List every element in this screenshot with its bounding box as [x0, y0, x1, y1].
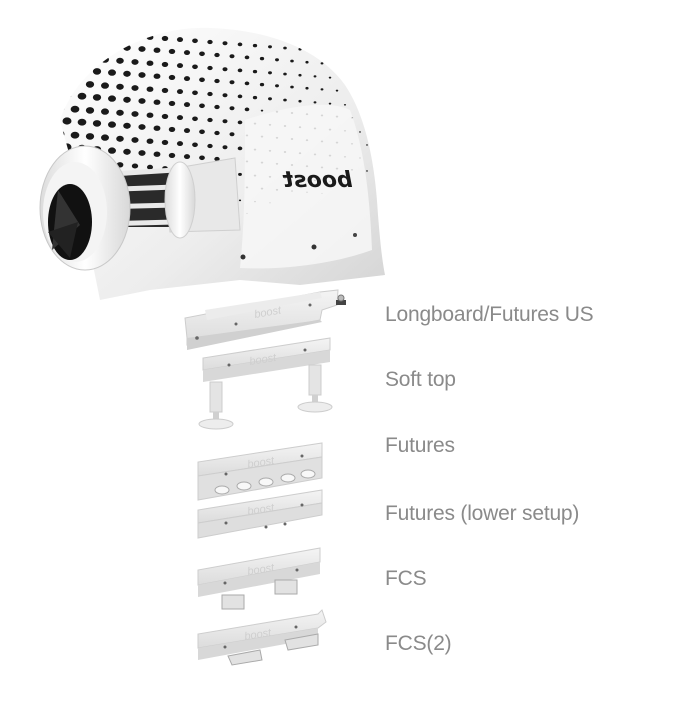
- futures-lower-setup-adapter: boost: [197, 489, 323, 539]
- soft-top-adapter: boost: [198, 337, 333, 430]
- fcs-adapter: boost: [197, 547, 321, 610]
- label-futures-lower-setup: Futures (lower setup): [385, 502, 580, 525]
- label-longboard-futures-us: Longboard/Futures US: [385, 303, 594, 326]
- part-logo: boost: [249, 352, 278, 368]
- label-soft-top: Soft top: [385, 368, 456, 391]
- label-fcs: FCS: [385, 567, 427, 590]
- part-logo: boost: [247, 562, 276, 578]
- futures-adapter: boost: [197, 442, 323, 501]
- label-fcs2: FCS(2): [385, 632, 452, 655]
- part-logo: boost: [247, 455, 276, 471]
- fcs2-adapter: boost: [197, 609, 327, 666]
- motor-pod: [39, 145, 241, 271]
- part-logo: boost: [244, 627, 273, 643]
- label-futures: Futures: [385, 434, 455, 457]
- brand-logo: boost: [282, 168, 353, 193]
- part-logo: boost: [253, 304, 283, 321]
- longboard-futures-us-adapter: boost: [184, 289, 346, 350]
- part-logo: boost: [247, 502, 276, 518]
